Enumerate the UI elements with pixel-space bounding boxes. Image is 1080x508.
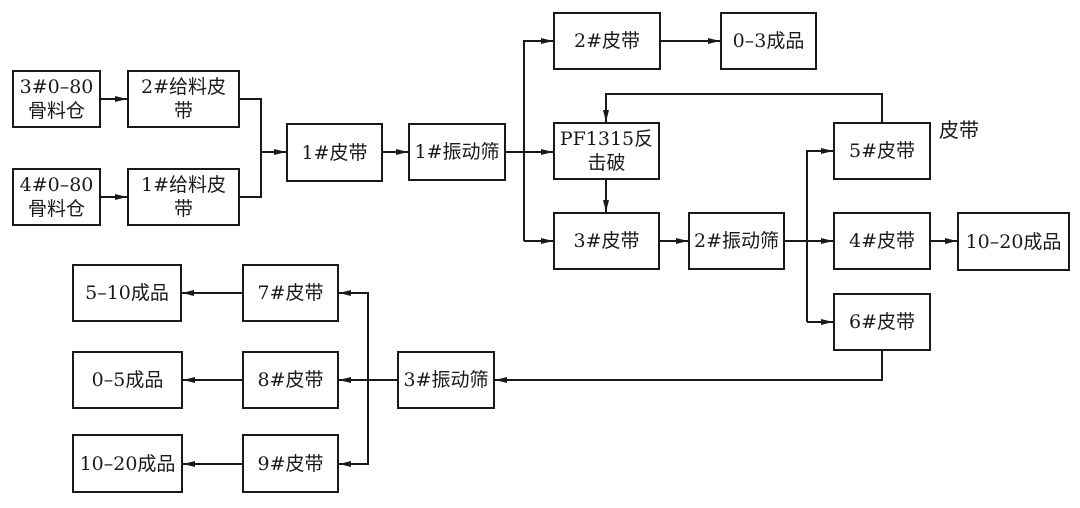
node-screen3: 3#振动筛 bbox=[397, 351, 495, 409]
edge-screen3-belt7 bbox=[339, 290, 369, 380]
node-belt3: 3#皮带 bbox=[553, 212, 660, 270]
node-belt4: 4#皮带 bbox=[833, 212, 931, 270]
node-belt5: 5#皮带 bbox=[833, 122, 931, 180]
node-screen2: 2#振动筛 bbox=[688, 212, 785, 270]
node-feeder1: 1#给料皮带 bbox=[127, 168, 240, 226]
node-product-5-10: 5–10成品 bbox=[72, 264, 182, 322]
node-belt2: 2#皮带 bbox=[553, 12, 661, 70]
node-belt9: 9#皮带 bbox=[242, 434, 339, 493]
node-belt6: 6#皮带 bbox=[833, 293, 931, 351]
node-screen1: 1#振动筛 bbox=[408, 123, 506, 181]
edge-screen1-belt2 bbox=[523, 38, 553, 241]
node-product-10-20-right: 10–20成品 bbox=[957, 212, 1070, 271]
node-product-0-3: 0–3成品 bbox=[720, 12, 817, 70]
node-belt8: 8#皮带 bbox=[242, 351, 339, 409]
edge-screen3-belt9 bbox=[339, 380, 369, 467]
edge-feeder2-junction bbox=[240, 98, 262, 198]
node-belt1: 1#皮带 bbox=[286, 123, 383, 182]
node-belt7: 7#皮带 bbox=[242, 264, 339, 322]
node-product-10-20-left: 10–20成品 bbox=[72, 434, 183, 493]
node-feeder2: 2#给料皮带 bbox=[127, 70, 240, 128]
node-product-0-5: 0–5成品 bbox=[72, 351, 183, 409]
edge-belt6-screen3 bbox=[495, 351, 883, 383]
edge-belt5-crusher-feedback bbox=[603, 93, 883, 122]
edge-screen2-belt5 bbox=[806, 148, 833, 322]
node-crusher: PF1315反击破 bbox=[553, 122, 660, 180]
stray-belt-label: 皮带 bbox=[939, 118, 979, 142]
